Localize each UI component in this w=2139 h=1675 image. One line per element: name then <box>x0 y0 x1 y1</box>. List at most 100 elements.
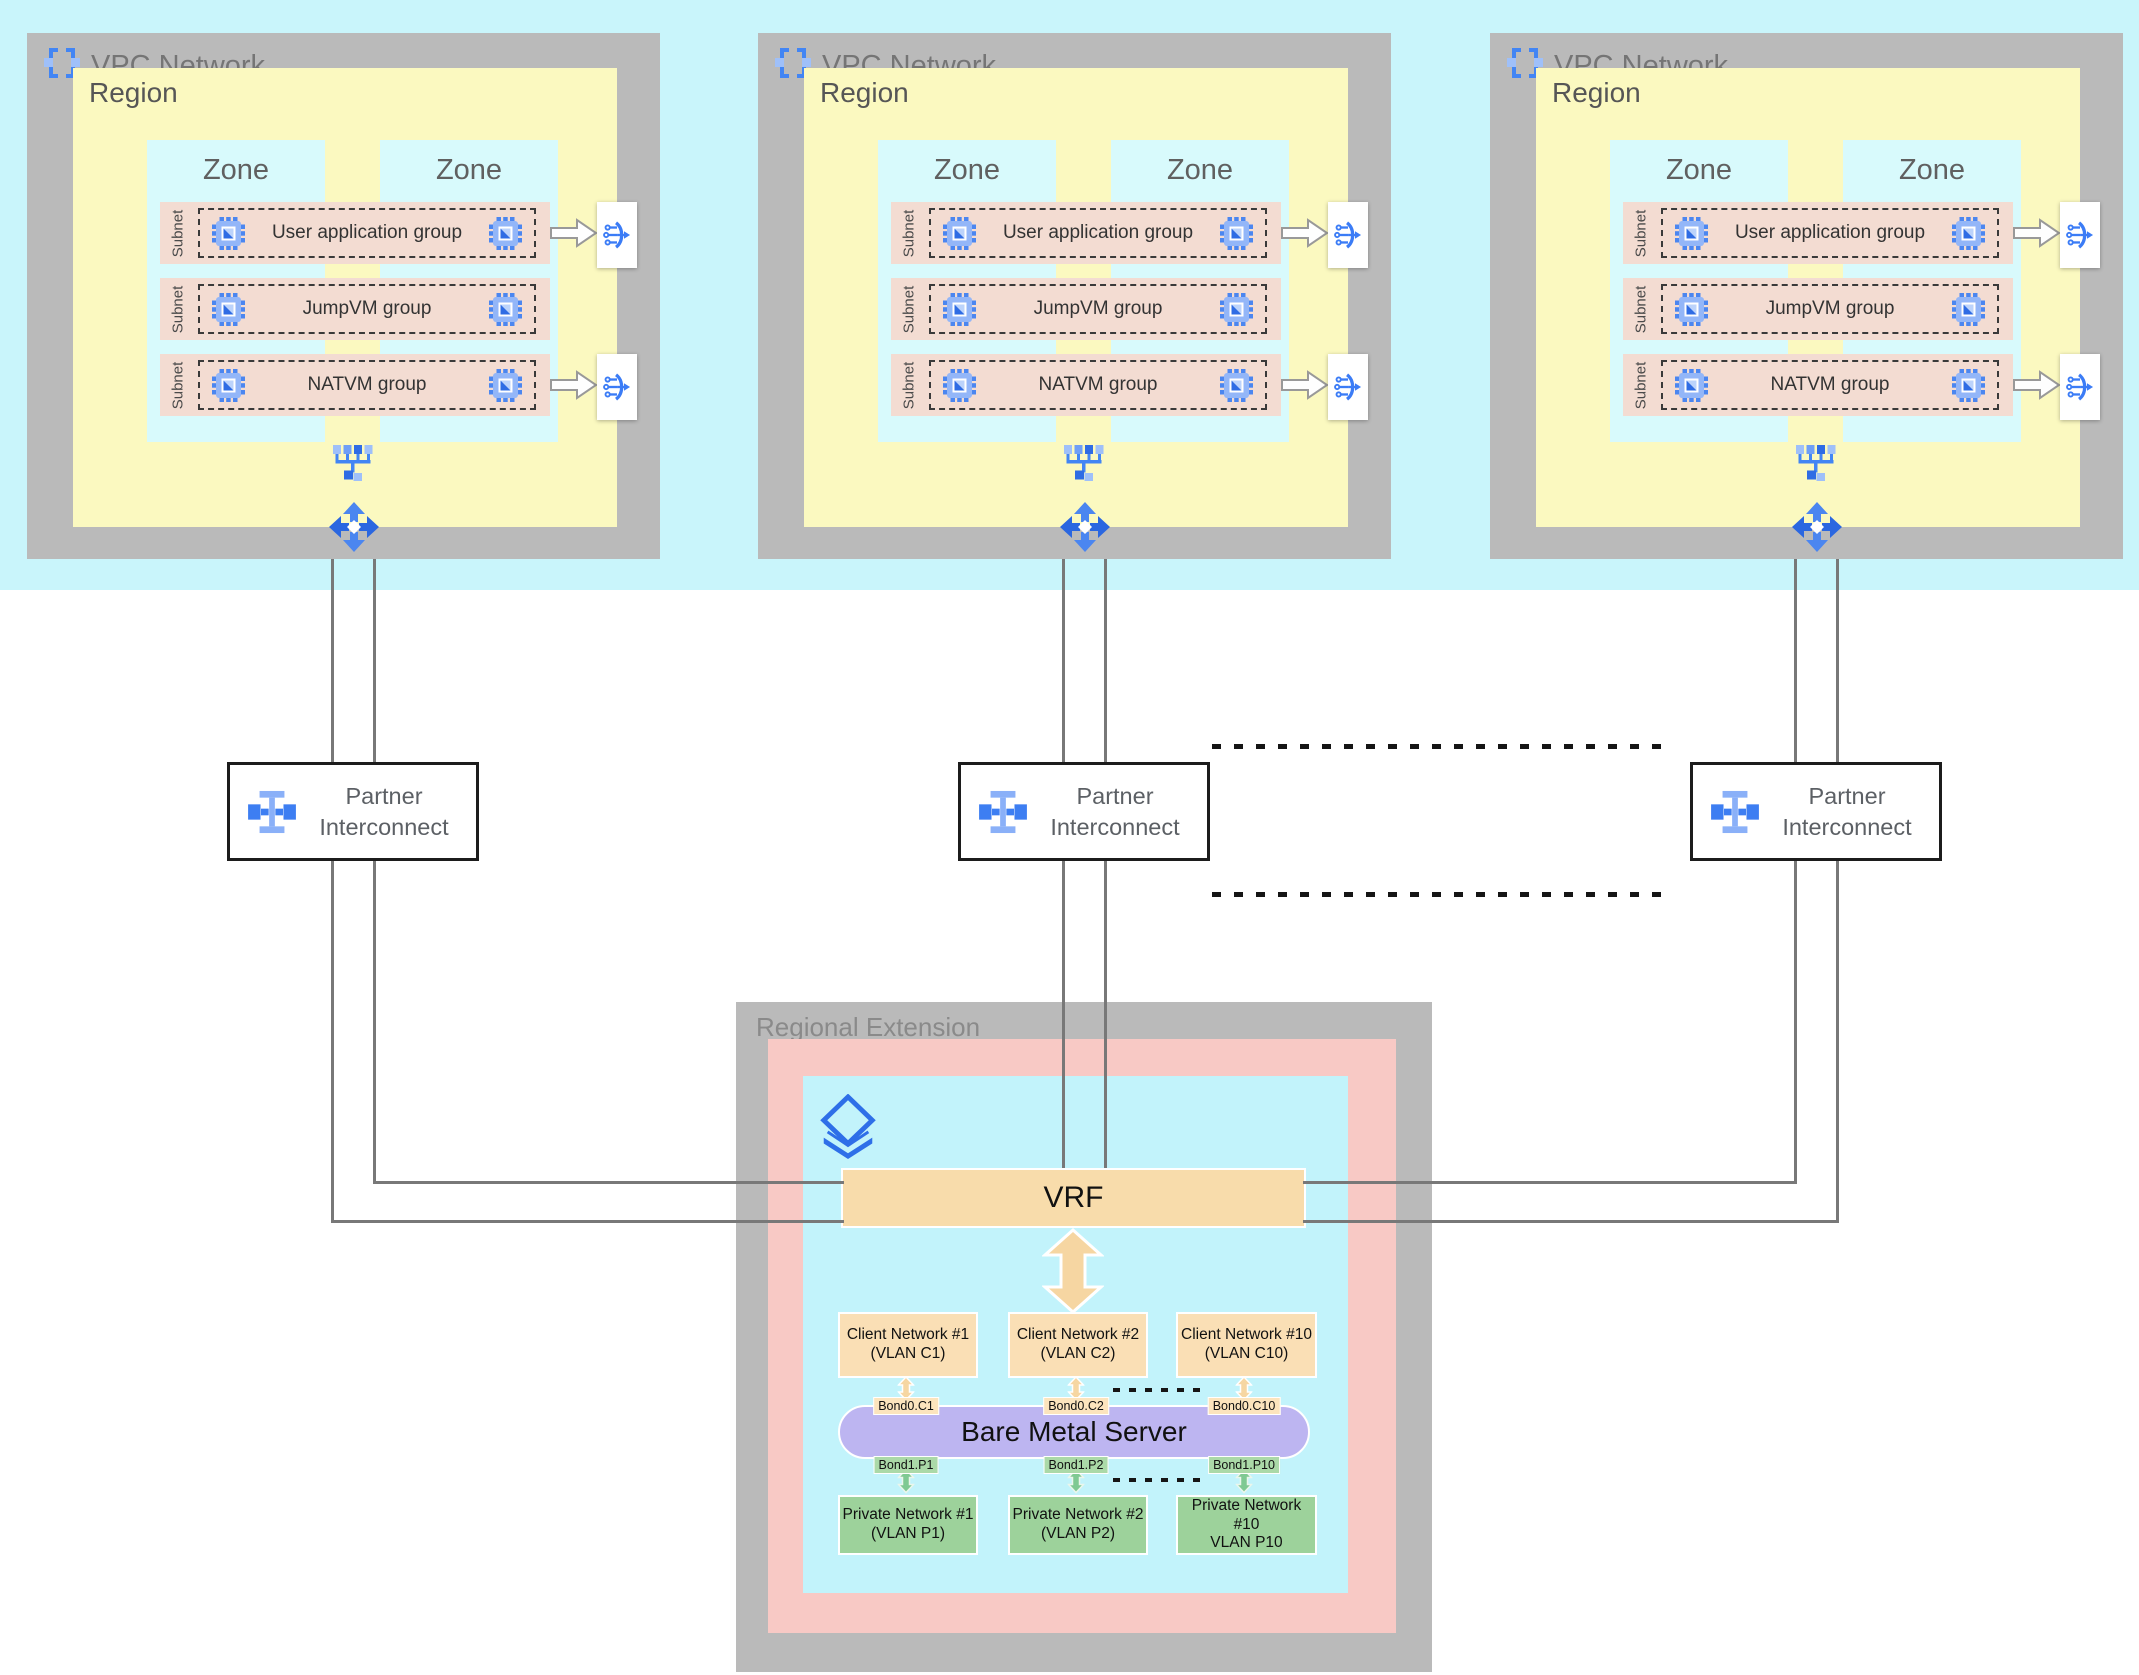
region-title: Region <box>89 77 178 108</box>
load-balancer-box <box>597 354 637 420</box>
zone-title: Zone <box>933 154 1001 186</box>
instance-group-box: JumpVM group <box>1661 284 1999 334</box>
vm-instance-icon <box>212 293 245 326</box>
client-network-box: Client Network #1 (VLAN C1) <box>838 1312 978 1378</box>
private-network-name: Private Network #10 <box>1191 1496 1302 1533</box>
vrf-bidirectional-arrow <box>1042 1228 1104 1314</box>
partner-interconnect-box-2: Partner Interconnect <box>958 762 1210 861</box>
client-network-vlan: (VLAN C10) <box>1204 1345 1289 1362</box>
egress-arrow <box>1281 370 1329 400</box>
bond-interface-label: Bond1.P10 <box>1208 1456 1280 1474</box>
connection-line <box>373 1181 844 1184</box>
egress-arrow <box>550 370 598 400</box>
instance-group-label: NATVM group <box>1770 374 1890 395</box>
load-balancer-box <box>2060 354 2100 420</box>
connection-line <box>1062 545 1065 762</box>
zone-title: Zone <box>202 154 270 186</box>
subnet-label: Subnet <box>900 285 918 333</box>
connection-line <box>373 545 376 762</box>
instance-group-box: JumpVM group <box>929 284 1267 334</box>
load-balancer-box <box>2060 202 2100 268</box>
region-box: Region Zone Zone Subnet User application… <box>73 68 617 527</box>
ellipsis-dotted-line <box>1113 1388 1208 1392</box>
bond-interface-label: Bond0.C2 <box>1043 1397 1109 1415</box>
vm-instance-icon <box>943 369 976 402</box>
private-network-vlan: (VLAN P2) <box>1040 1525 1116 1542</box>
vm-instance-icon <box>1952 217 1985 250</box>
load-balancer-icon <box>603 218 631 252</box>
load-balancer-icon <box>1334 218 1362 252</box>
vm-instance-icon <box>1952 293 1985 326</box>
subnet-row: Subnet NATVM group <box>891 354 1281 416</box>
client-network-box: Client Network #10 (VLAN C10) <box>1176 1312 1317 1378</box>
private-network-vlan: (VLAN P1) <box>870 1525 946 1542</box>
instance-group-box: JumpVM group <box>198 284 536 334</box>
private-network-name: Private Network #2 <box>1012 1506 1144 1524</box>
vm-instance-icon <box>1675 217 1708 250</box>
client-network-name: Client Network #2 <box>1016 1326 1140 1344</box>
vm-instance-icon <box>489 369 522 402</box>
vm-instance-icon <box>489 293 522 326</box>
load-balancer-box <box>1328 202 1368 268</box>
subnet-row: Subnet JumpVM group <box>160 278 550 340</box>
load-balancer-box <box>1328 354 1368 420</box>
client-network-name: Client Network #1 <box>846 1326 970 1344</box>
instance-group-label: JumpVM group <box>1033 298 1163 319</box>
load-balancer-icon <box>2066 218 2094 252</box>
subnet-label: Subnet <box>900 209 918 257</box>
connection-line <box>1794 861 1797 1184</box>
private-network-box: Private Network #1 (VLAN P1) <box>838 1495 978 1555</box>
vm-instance-icon <box>489 217 522 250</box>
routes-icon <box>1059 501 1111 553</box>
region-title: Region <box>820 77 909 108</box>
vpc-network-block-1: VPC Network Region Zone Zone Subnet User… <box>27 33 660 559</box>
instance-group-box: User application group <box>198 208 536 258</box>
load-balancer-box <box>597 202 637 268</box>
routes-icon <box>1791 501 1843 553</box>
routes-icon <box>328 501 380 553</box>
connection-line <box>331 545 334 762</box>
subnet-row: Subnet JumpVM group <box>1623 278 2013 340</box>
subnet-label: Subnet <box>169 209 187 257</box>
vm-instance-icon <box>1675 293 1708 326</box>
instance-group-label: JumpVM group <box>1765 298 1895 319</box>
client-network-vlan: (VLAN C1) <box>870 1345 946 1362</box>
instance-group-box: NATVM group <box>929 360 1267 410</box>
zone-title: Zone <box>435 154 503 186</box>
connection-line <box>331 1220 844 1223</box>
partner-interconnect-label: Partner Interconnect <box>1782 783 1912 840</box>
vm-instance-icon <box>1220 293 1253 326</box>
vm-instance-icon <box>943 293 976 326</box>
instance-group-label: User application group <box>1002 222 1194 243</box>
connection-line <box>1062 861 1065 1168</box>
subnet-label: Subnet <box>900 361 918 409</box>
partner-interconnect-icon <box>247 790 297 834</box>
instance-group-label: User application group <box>1734 222 1926 243</box>
ellipsis-dotted-line <box>1212 892 1670 897</box>
private-network-box: Private Network #2 (VLAN P2) <box>1008 1495 1148 1555</box>
vm-instance-icon <box>943 217 976 250</box>
zone-title: Zone <box>1665 154 1733 186</box>
connection-line <box>331 861 334 1223</box>
region-box: Region Zone Zone Subnet User application… <box>1536 68 2080 527</box>
regional-extension-core: VRF Client Network #1 (VLAN C1) Client N… <box>803 1076 1348 1593</box>
instance-group-label: User application group <box>271 222 463 243</box>
instance-group-box: NATVM group <box>198 360 536 410</box>
regional-extension-block: Regional Extension VRF Client Network #1… <box>736 1002 1432 1672</box>
vm-instance-icon <box>212 369 245 402</box>
subnet-row: Subnet NATVM group <box>160 354 550 416</box>
load-balancer-icon <box>1334 370 1362 404</box>
network-switch-icon <box>1796 445 1836 481</box>
bond-interface-label: Bond1.P2 <box>1043 1456 1109 1474</box>
bond-interface-label: Bond1.P1 <box>873 1456 939 1474</box>
private-network-name: Private Network #1 <box>842 1506 974 1524</box>
connection-line <box>1303 1220 1839 1223</box>
zone-title: Zone <box>1166 154 1234 186</box>
instance-group-box: User application group <box>929 208 1267 258</box>
partner-interconnect-label: Partner Interconnect <box>319 783 449 840</box>
instance-group-box: NATVM group <box>1661 360 1999 410</box>
connection-line <box>1303 1181 1797 1184</box>
partner-interconnect-label: Partner Interconnect <box>1050 783 1180 840</box>
subnet-label: Subnet <box>1632 209 1650 257</box>
